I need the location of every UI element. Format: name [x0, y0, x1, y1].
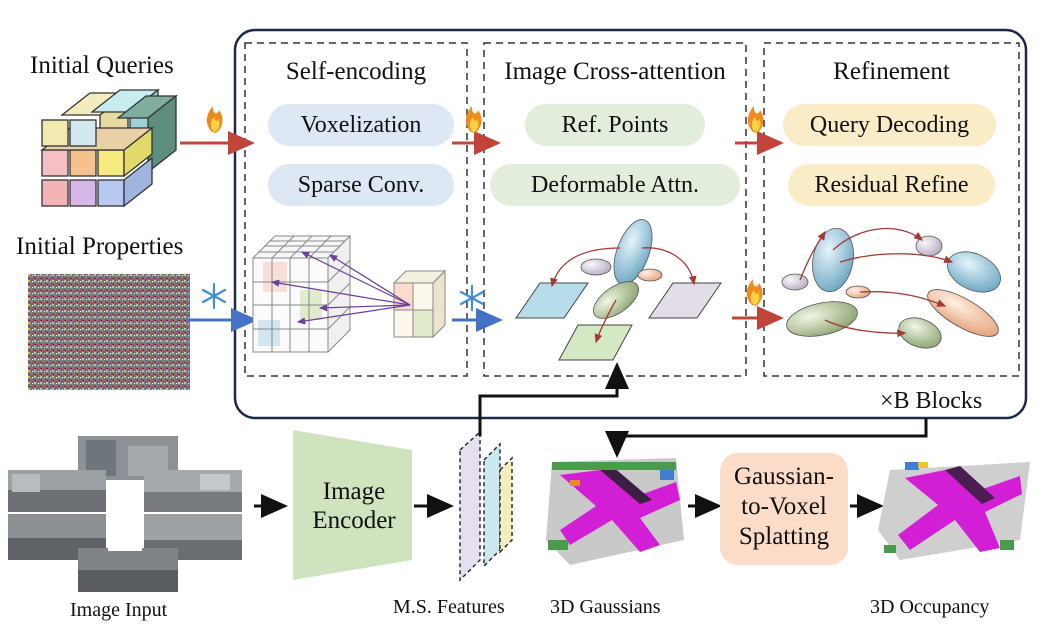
gaussians-3d-label: 3D Gaussians	[550, 596, 661, 618]
self-encoding-panel	[244, 42, 468, 377]
deformable-attn-step: Deformable Attn.	[490, 164, 740, 206]
self-encoding-title: Self-encoding	[285, 58, 427, 85]
initial-queries-cubes	[40, 88, 178, 208]
fire-icon	[465, 106, 482, 133]
blocks-label: ×B Blocks	[880, 388, 983, 414]
sparse-conv-step: Sparse Conv.	[268, 164, 454, 206]
image-input-mosaic	[8, 436, 242, 592]
occupancy-3d-map	[878, 462, 1030, 560]
ms-features-planes	[459, 430, 513, 582]
gaussians-3d-map	[546, 458, 684, 565]
fire-icon	[746, 279, 763, 306]
refinement-panel	[763, 42, 1020, 377]
image-input-label: Image Input	[70, 599, 168, 621]
fire-icon	[747, 106, 764, 133]
cross-attention-title: Image Cross-attention	[504, 58, 726, 85]
image-encoder-shape	[293, 430, 412, 580]
fire-icon	[206, 106, 223, 133]
splatting-box	[720, 453, 848, 565]
initial-queries-label: Initial Queries	[30, 52, 174, 79]
refinement-title: Refinement	[833, 58, 950, 85]
ms-features-label: M.S. Features	[393, 596, 505, 618]
initial-properties-noise	[28, 274, 190, 390]
ref-points-step: Ref. Points	[525, 104, 705, 146]
cross-attention-illustration	[515, 219, 722, 361]
initial-properties-label: Initial Properties	[16, 233, 184, 260]
occupancy-3d-label: 3D Occupancy	[870, 596, 990, 618]
voxelization-step: Voxelization	[268, 104, 454, 146]
blocks-container	[233, 28, 1028, 420]
snowflake-icon	[459, 284, 485, 312]
voxel-grid	[251, 234, 352, 354]
refinement-illustration	[781, 227, 1001, 349]
query-decoding-step: Query Decoding	[783, 104, 996, 146]
snowflake-icon	[201, 282, 227, 310]
residual-refine-step: Residual Refine	[788, 164, 995, 206]
